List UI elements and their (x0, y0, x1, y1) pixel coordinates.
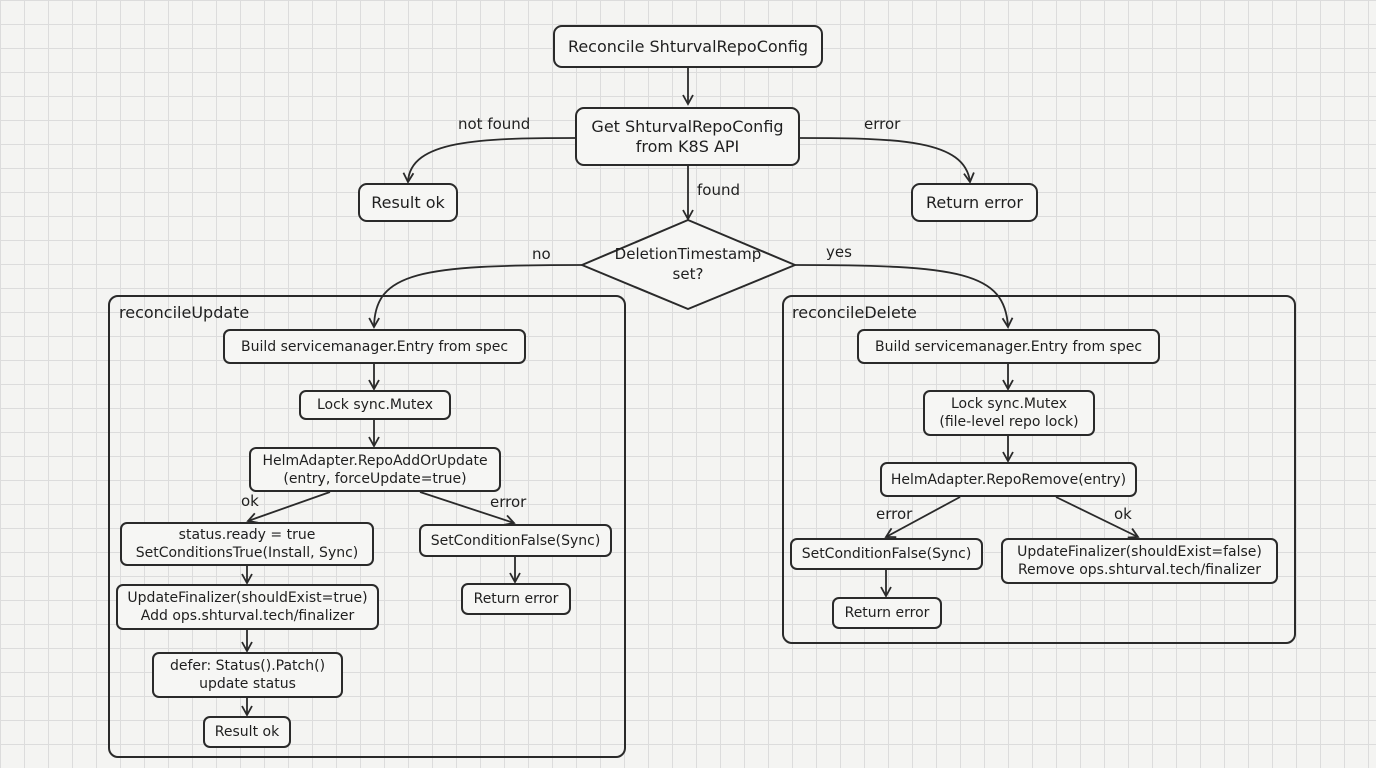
delete-finalizer-label-1: UpdateFinalizer(shouldExist=false) (1017, 544, 1262, 560)
result-ok-top-node: Result ok (358, 183, 458, 222)
update-return-error-node: Return error (461, 583, 571, 615)
delete-helm-node: HelmAdapter.RepoRemove(entry) (880, 462, 1137, 497)
update-finalizer-label-1: UpdateFinalizer(shouldExist=true) (127, 590, 368, 606)
delete-lock-label-2: (file-level repo lock) (939, 414, 1079, 430)
edge-delete-helm-to-setfalse (884, 496, 961, 539)
update-defer-node: defer: Status().Patch() update status (152, 652, 343, 698)
edge-get-to-result-ok (402, 137, 576, 184)
update-status-node: status.ready = true SetConditionsTrue(In… (120, 522, 374, 566)
delete-lock-label-1: Lock sync.Mutex (950, 396, 1068, 412)
reconcile-start-label: Reconcile ShturvalRepoConfig (567, 36, 809, 56)
edge-update-helm-to-status (246, 491, 331, 524)
update-status-label-1: status.ready = true (178, 527, 316, 543)
delete-finalizer-node: UpdateFinalizer(shouldExist=false) Remov… (1001, 538, 1278, 584)
edge-label-not-found: not found (458, 115, 531, 133)
update-finalizer-node: UpdateFinalizer(shouldExist=true) Add op… (116, 584, 379, 630)
return-error-top-label: Return error (926, 192, 1023, 212)
delete-return-error-label: Return error (844, 605, 930, 621)
delete-setfalse-label: SetConditionFalse(Sync) (801, 546, 972, 562)
get-repo-config-label-1: Get ShturvalRepoConfig (591, 116, 784, 136)
update-defer-label-1: defer: Status().Patch() (169, 658, 326, 674)
edge-label-yes: yes (826, 243, 852, 261)
update-helm-label-2: (entry, forceUpdate=true) (283, 470, 467, 487)
edge-delete-helm-to-finalizer (1055, 496, 1140, 539)
edge-label-no: no (532, 245, 551, 263)
update-helm-node: HelmAdapter.RepoAddOrUpdate (entry, forc… (249, 447, 501, 492)
group-title-reconcile-delete: reconcileDelete (792, 303, 917, 322)
update-helm-label-1: HelmAdapter.RepoAddOrUpdate (262, 452, 488, 469)
update-defer-label-2: update status (199, 676, 296, 692)
update-build-entry-node: Build servicemanager.Entry from spec (223, 329, 526, 364)
update-finalizer-label-2: Add ops.shturval.tech/finalizer (140, 608, 355, 624)
edge-label-delete-error: error (876, 505, 913, 523)
update-lock-label: Lock sync.Mutex (316, 397, 434, 413)
edge-label-update-error: error (490, 493, 527, 511)
edge-label-delete-ok: ok (1114, 505, 1132, 523)
decision-label-1: DeletionTimestamp (614, 245, 762, 263)
delete-helm-label: HelmAdapter.RepoRemove(entry) (890, 471, 1127, 488)
edge-decision-to-update (368, 264, 583, 329)
delete-finalizer-label-2: Remove ops.shturval.tech/finalizer (1017, 562, 1262, 578)
edge-label-found: found (697, 181, 740, 199)
group-reconcile-update (108, 295, 626, 758)
decision-label-2: set? (672, 265, 704, 283)
update-lock-node: Lock sync.Mutex (299, 390, 451, 420)
update-status-label-2: SetConditionsTrue(Install, Sync) (135, 545, 359, 561)
get-repo-config-label-2: from K8S API (635, 136, 740, 156)
delete-return-error-node: Return error (832, 597, 942, 629)
group-reconcile-delete (782, 295, 1296, 644)
decision-label: DeletionTimestamp set? (600, 244, 776, 284)
update-build-entry-label: Build servicemanager.Entry from spec (240, 338, 509, 355)
delete-build-entry-label: Build servicemanager.Entry from spec (874, 338, 1143, 355)
edge-update-helm-to-setfalse (419, 491, 516, 526)
update-return-error-label: Return error (473, 591, 559, 607)
edge-label-error-top: error (864, 115, 901, 133)
group-title-reconcile-update: reconcileUpdate (119, 303, 250, 322)
edge-get-to-return-error (799, 137, 975, 184)
delete-lock-node: Lock sync.Mutex (file-level repo lock) (923, 390, 1095, 436)
reconcile-start-node: Reconcile ShturvalRepoConfig (553, 25, 823, 68)
edge-decision-to-delete (793, 264, 1014, 329)
return-error-top-node: Return error (911, 183, 1038, 222)
update-setfalse-label: SetConditionFalse(Sync) (430, 532, 601, 549)
delete-build-entry-node: Build servicemanager.Entry from spec (857, 329, 1160, 364)
edge-label-update-ok: ok (241, 492, 259, 510)
update-setfalse-node: SetConditionFalse(Sync) (419, 524, 612, 557)
decision-diamond (581, 219, 796, 310)
update-result-ok-node: Result ok (203, 716, 291, 748)
update-result-ok-label: Result ok (214, 724, 280, 740)
result-ok-top-label: Result ok (371, 192, 445, 212)
delete-setfalse-node: SetConditionFalse(Sync) (790, 538, 983, 570)
get-repo-config-node: Get ShturvalRepoConfig from K8S API (575, 107, 800, 166)
